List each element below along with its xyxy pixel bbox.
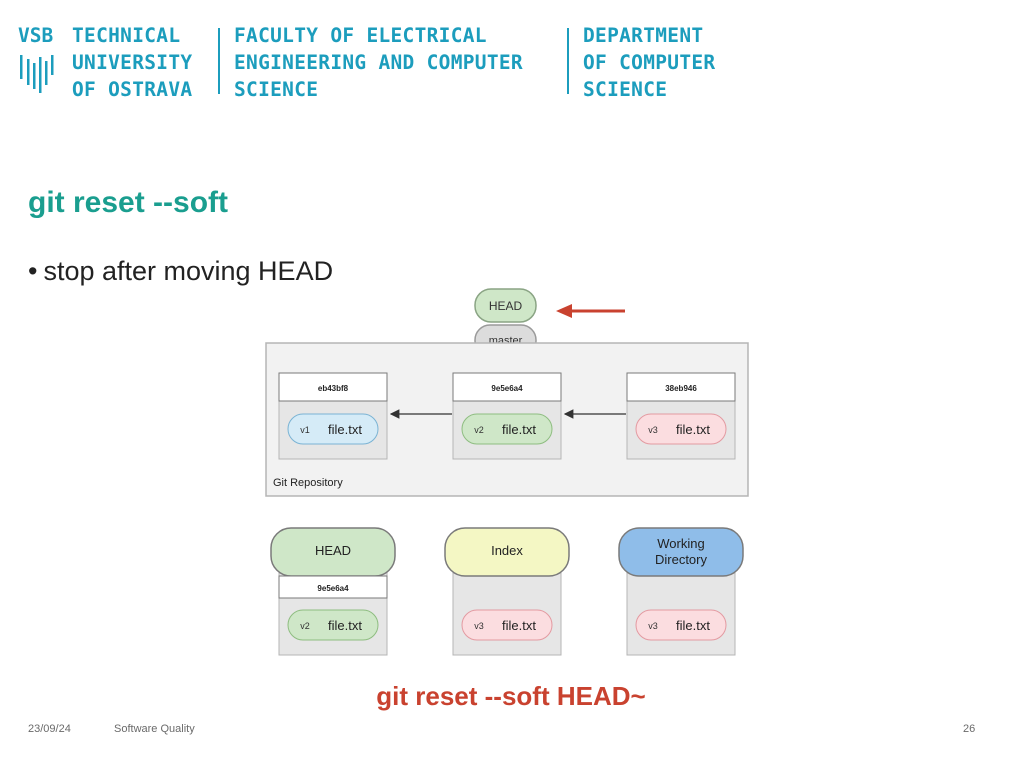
university-line-2: UNIVERSITY: [72, 51, 193, 74]
bullet-text: stop after moving HEAD: [43, 256, 334, 286]
commit-hash-box: [626, 372, 736, 402]
file-name: file.txt: [328, 618, 362, 633]
commit-hash: 38eb946: [665, 384, 697, 393]
slide-title: git reset --soft: [28, 186, 229, 219]
header-divider: [218, 28, 220, 94]
department-name: DEPARTMENT OF COMPUTER SCIENCE: [583, 22, 715, 103]
area-title: Directory: [655, 552, 708, 567]
head-pointer-label: HEAD: [489, 299, 523, 313]
file-version: v2: [300, 621, 310, 631]
area-title: Working: [657, 536, 704, 551]
area-header: [618, 527, 744, 577]
file-version: v3: [648, 425, 658, 435]
vsb-logo-text: VSB: [18, 24, 54, 47]
faculty-line-3: SCIENCE: [234, 78, 319, 101]
area-title: HEAD: [315, 543, 351, 558]
footer-page-number: 26: [963, 723, 976, 735]
file-name: file.txt: [676, 422, 710, 437]
head-pointer-box: [474, 288, 537, 323]
bullet-dot: •: [28, 256, 38, 286]
file-name: file.txt: [502, 618, 536, 633]
file-pill: [635, 609, 727, 641]
department-line-3: SCIENCE: [583, 78, 668, 101]
bullet-item: •stop after moving HEAD: [28, 256, 333, 287]
file-pill: [287, 609, 379, 641]
university-name: TECHNICAL UNIVERSITY OF OSTRAVA: [72, 22, 192, 103]
faculty-name: FACULTY OF ELECTRICAL ENGINEERING AND CO…: [234, 22, 523, 103]
file-pill: [461, 413, 553, 445]
file-pill: [635, 413, 727, 445]
university-line-1: TECHNICAL: [72, 24, 181, 47]
area-hash-box: [278, 575, 388, 599]
header-divider: [567, 28, 569, 94]
area-hash: 9e5e6a4: [317, 584, 349, 593]
department-line-1: DEPARTMENT: [583, 24, 704, 47]
red-arrow-head: [556, 304, 572, 318]
university-line-3: OF OSTRAVA: [72, 78, 193, 101]
area-title: Index: [491, 543, 523, 558]
commit-hash: 9e5e6a4: [491, 384, 523, 393]
file-version: v1: [300, 425, 310, 435]
file-version: v2: [474, 425, 484, 435]
faculty-line-2: ENGINEERING AND COMPUTER: [234, 51, 523, 74]
department-line-2: OF COMPUTER: [583, 51, 716, 74]
footer-course: Software Quality: [114, 723, 195, 735]
git-repository-label: Git Repository: [273, 477, 343, 489]
area-header: [444, 527, 570, 577]
file-pill: [461, 609, 553, 641]
file-version: v3: [474, 621, 484, 631]
file-name: file.txt: [328, 422, 362, 437]
diagram-caption: git reset --soft HEAD~: [376, 681, 645, 711]
commit-hash: eb43bf8: [318, 384, 349, 393]
footer-date: 23/09/24: [28, 723, 71, 735]
file-pill: [287, 413, 379, 445]
file-version: v3: [648, 621, 658, 631]
file-name: file.txt: [676, 618, 710, 633]
file-name: file.txt: [502, 422, 536, 437]
vsb-logo-icon: [20, 55, 54, 93]
commit-hash-box: [278, 372, 388, 402]
faculty-line-1: FACULTY OF ELECTRICAL: [234, 24, 487, 47]
commit-hash-box: [452, 372, 562, 402]
